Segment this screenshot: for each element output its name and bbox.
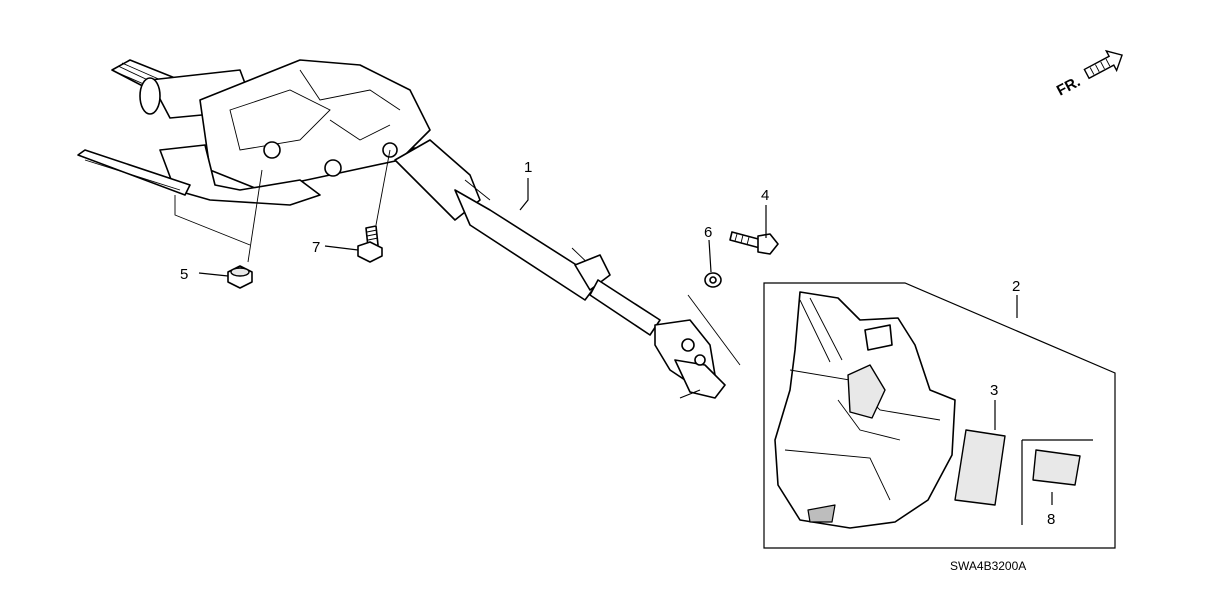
steering-column-assembly [77, 59, 741, 399]
callout-5: 5 [180, 266, 188, 283]
front-direction-marker: FR. [1054, 49, 1123, 100]
callout-8: 8 [1047, 511, 1055, 528]
front-arrow-icon [1083, 49, 1123, 80]
washer-6 [704, 272, 722, 288]
front-marker-label: FR. [1054, 73, 1083, 99]
callout-6: 6 [704, 224, 712, 241]
callout-4: 4 [761, 187, 769, 204]
leader-lines [198, 178, 1053, 505]
bolt-7 [357, 225, 383, 263]
callout-7: 7 [312, 239, 320, 256]
nut-5 [227, 265, 253, 289]
bolt-4 [729, 231, 779, 255]
column-cover-group [763, 282, 1116, 549]
callout-3: 3 [990, 382, 998, 399]
callout-2: 2 [1012, 278, 1020, 295]
callout-1: 1 [524, 159, 532, 176]
diagram-code: SWA4B3200A [950, 559, 1026, 573]
